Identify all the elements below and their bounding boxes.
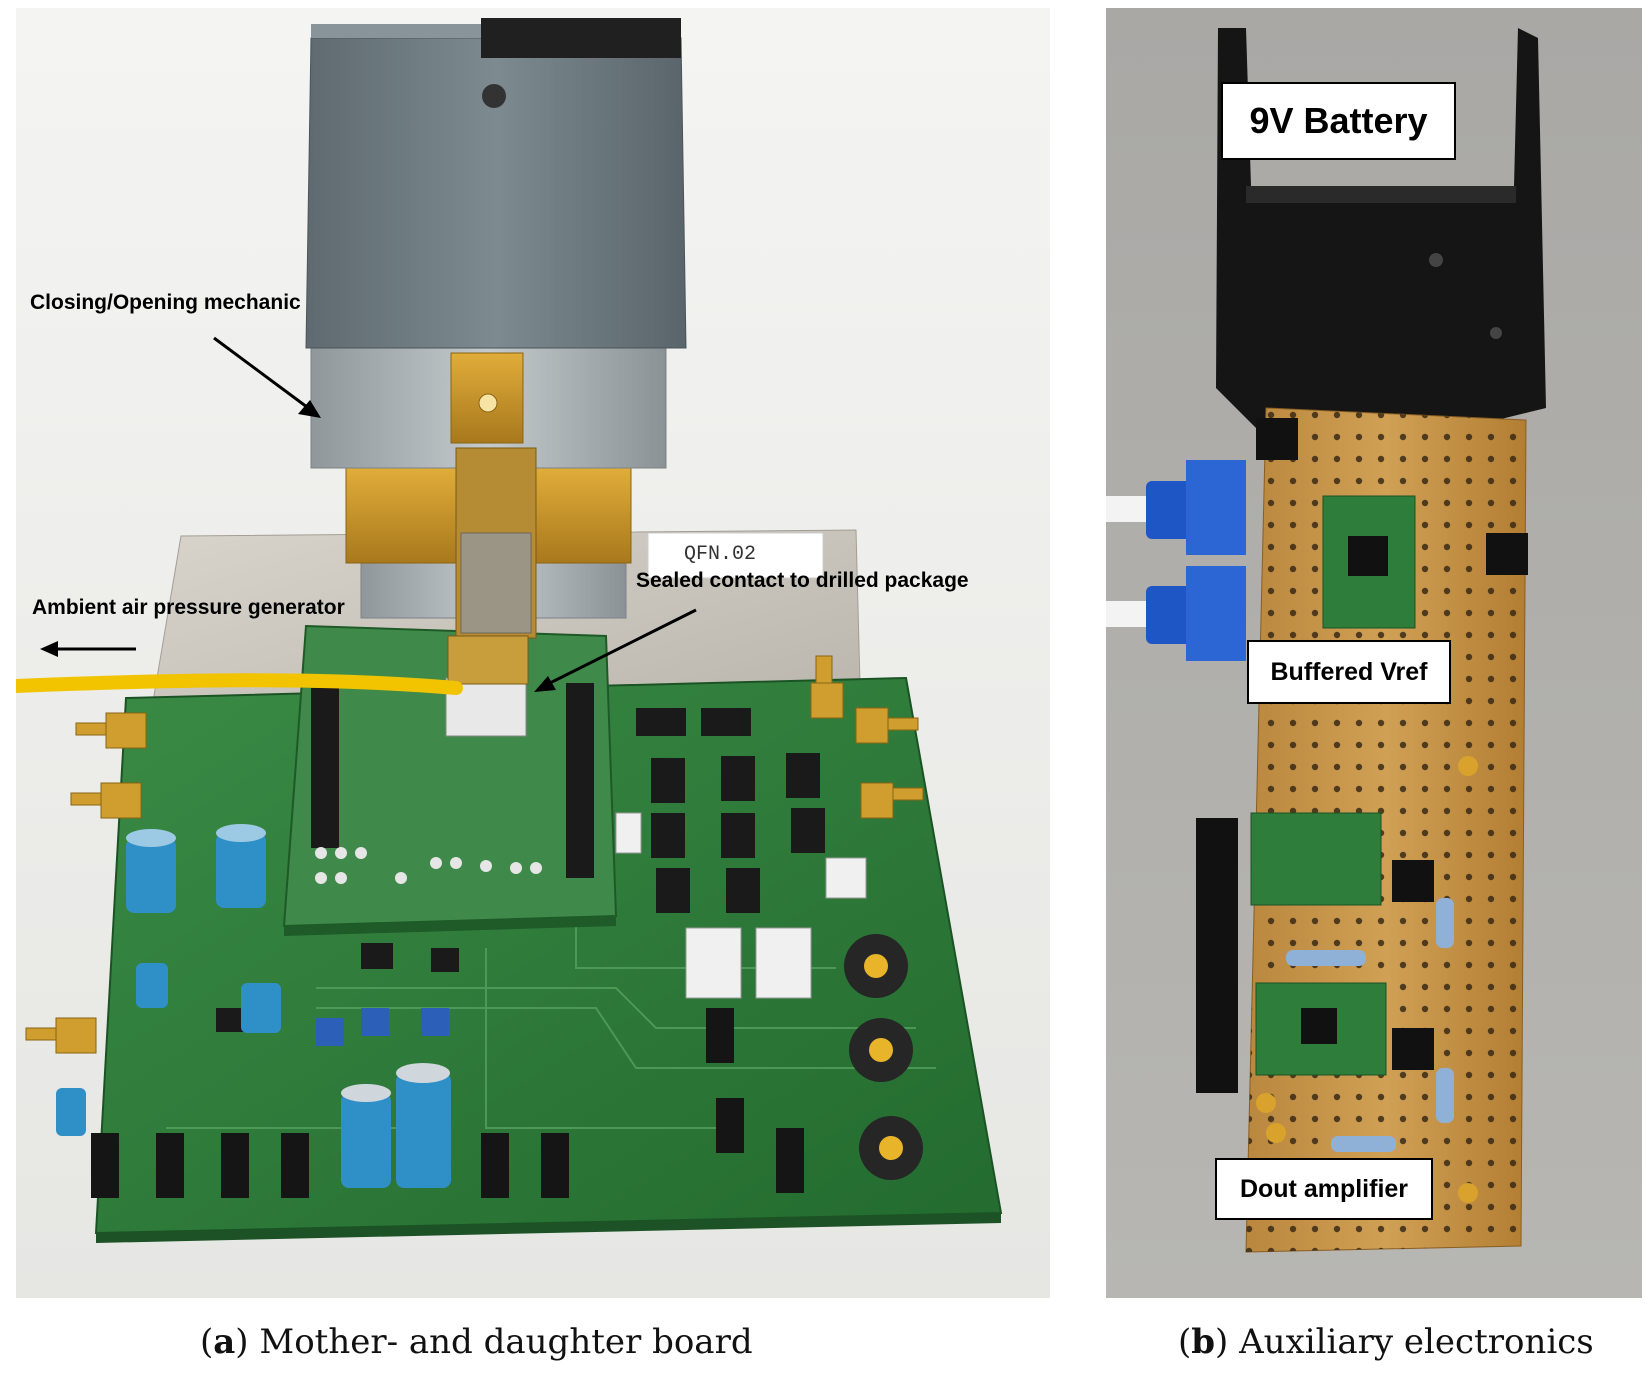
caption-b-text: Auxiliary electronics: [1239, 1322, 1594, 1362]
sealed-contact-label: Sealed contact to drilled package: [636, 569, 969, 592]
aux-photo-illustration: [1106, 8, 1642, 1298]
photo-auxiliary-electronics: 9V Battery Buffered Vref Dout amplifier: [1106, 8, 1642, 1298]
caption-a: (a) Mother- and daughter board: [200, 1322, 753, 1362]
qfn-tag-text: QFN.02: [684, 543, 757, 566]
air-pressure-label: Ambient air pressure generator: [32, 596, 345, 619]
photo-mother-daughter-board: Closing/Opening mechanic Ambient air pre…: [16, 8, 1050, 1298]
closing-mechanic-label: Closing/Opening mechanic: [30, 291, 301, 314]
caption-b: (b) Auxiliary electronics: [1178, 1322, 1594, 1362]
dout-amplifier-label: Dout amplifier: [1215, 1158, 1433, 1220]
buffered-vref-label: Buffered Vref: [1247, 640, 1451, 704]
battery-label: 9V Battery: [1221, 82, 1456, 160]
board-photo-illustration: [16, 8, 1050, 1298]
caption-b-letter: b: [1191, 1322, 1216, 1362]
caption-a-letter: a: [213, 1322, 236, 1362]
caption-a-text: Mother- and daughter board: [259, 1322, 753, 1362]
